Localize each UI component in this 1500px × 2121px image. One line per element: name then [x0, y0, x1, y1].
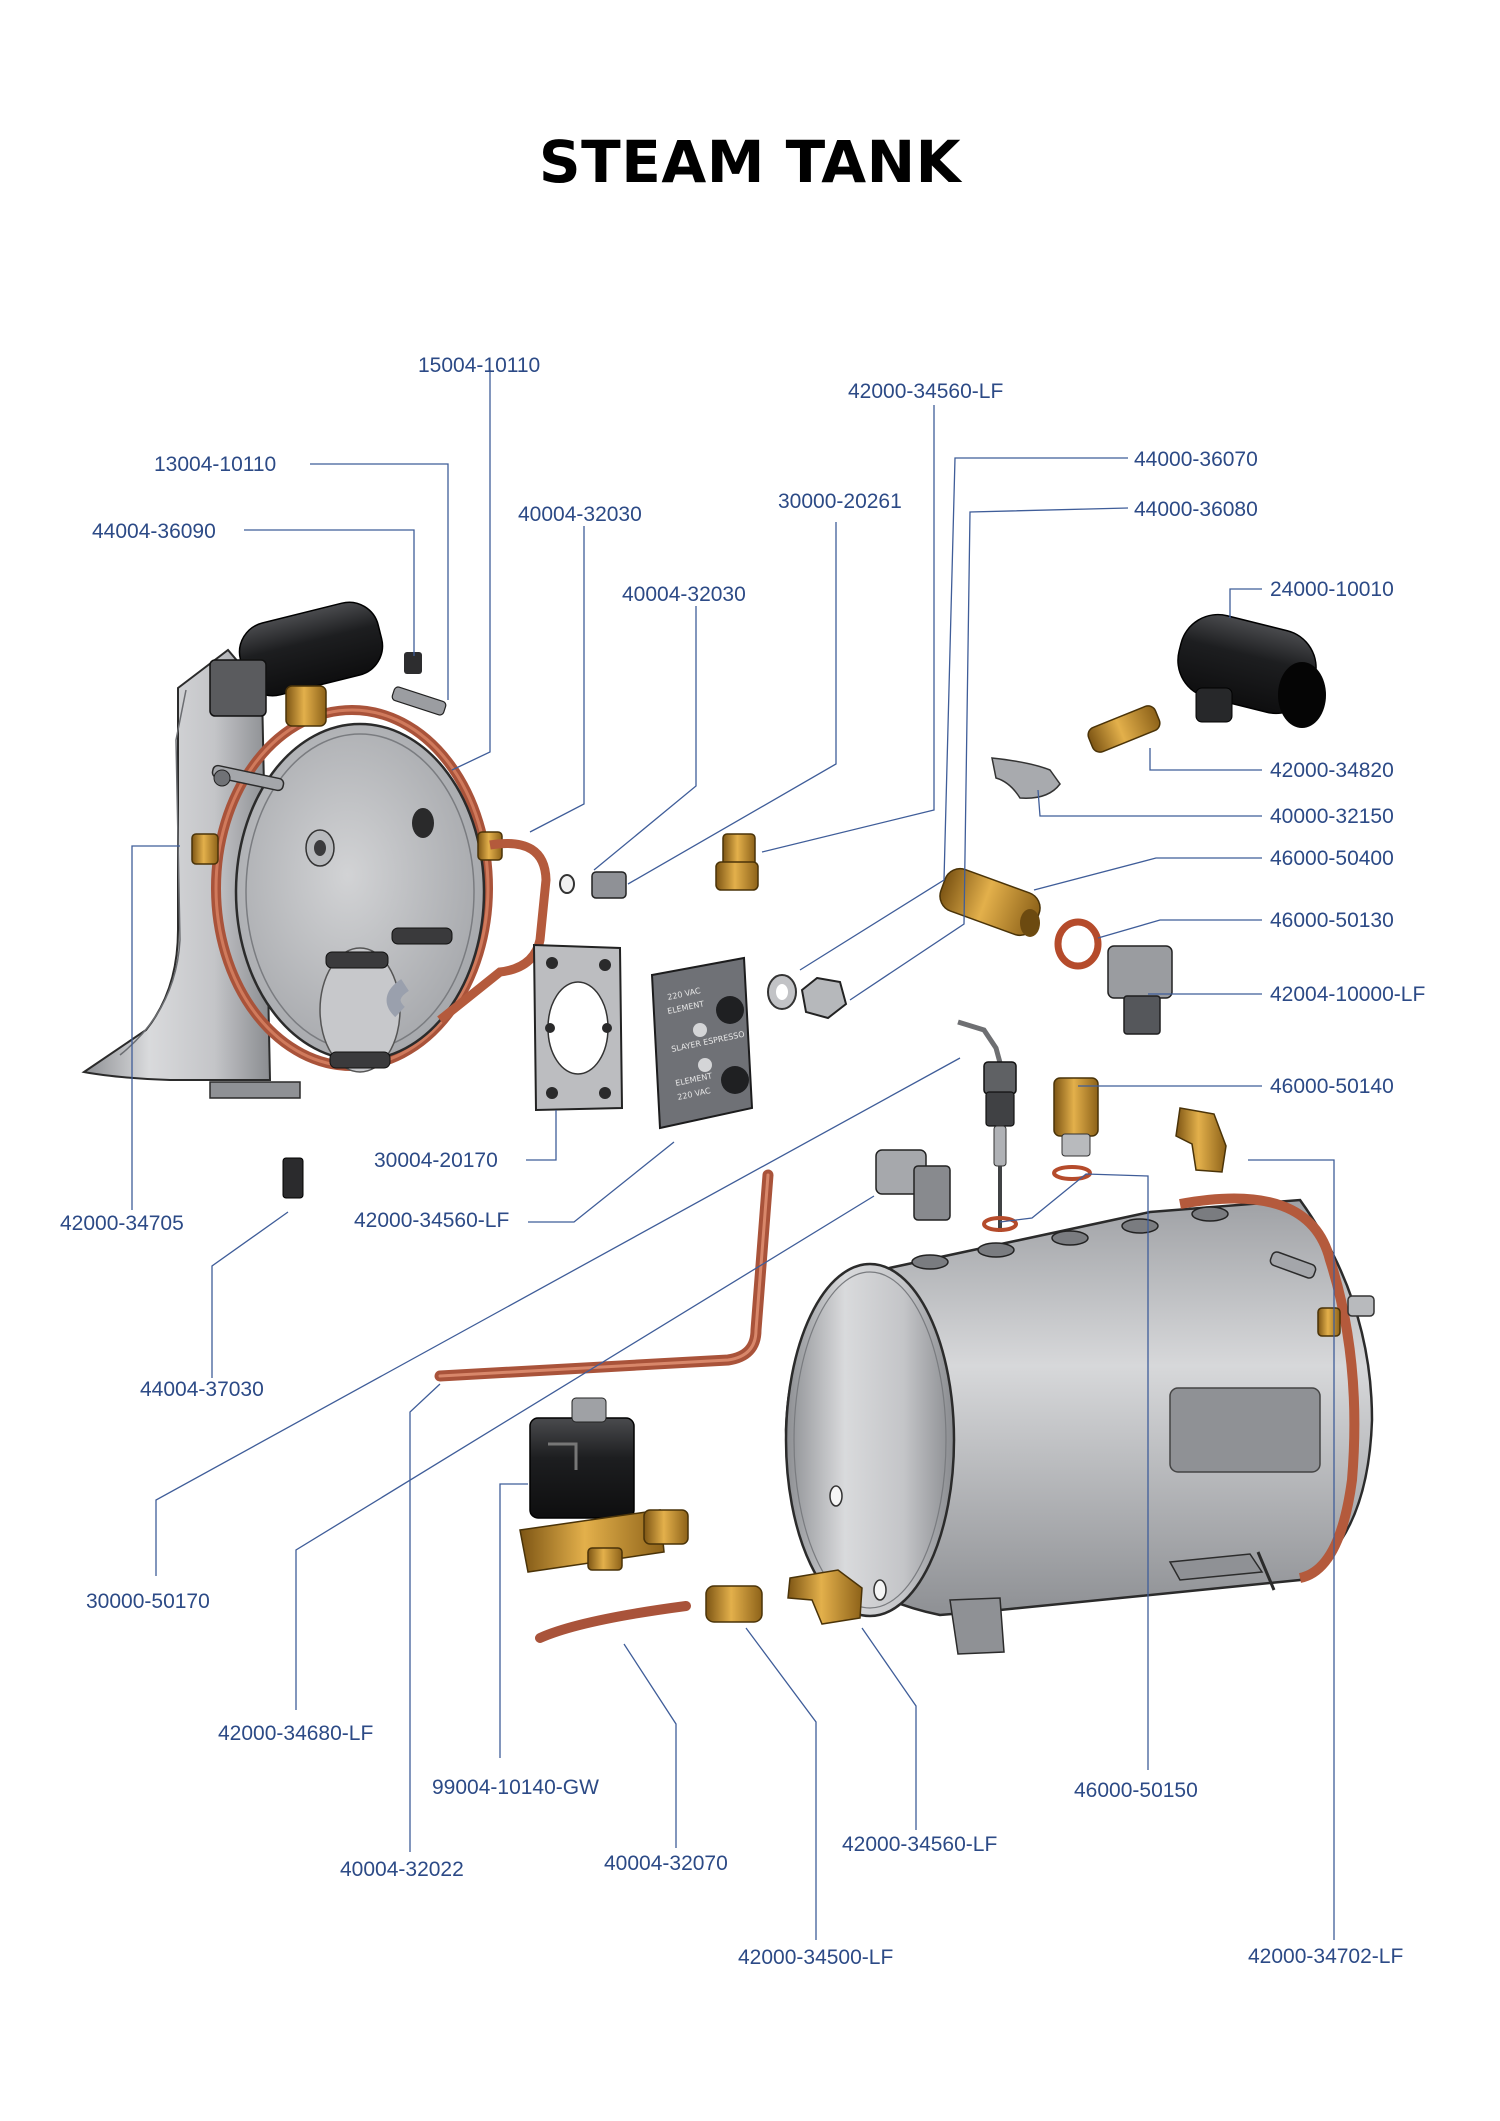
part-label: 44004-37030	[140, 1378, 264, 1401]
leader-42000-34560-lf-top	[761, 405, 935, 853]
part-label: 30000-20261	[778, 490, 902, 513]
leader-lines	[131, 370, 1335, 1940]
elbow-fitting-42004-10000-lf	[1107, 945, 1173, 1035]
leader-40004-32070	[623, 1643, 677, 1848]
part-label: 42000-34680-LF	[218, 1722, 373, 1745]
part-label: 15004-10110	[418, 354, 540, 377]
leader-40004-32030-b	[593, 606, 697, 871]
leader-42000-34560-lf-low	[861, 1627, 917, 1830]
leader-40000-32150	[1037, 789, 1262, 817]
leader-42000-34705	[131, 845, 180, 1210]
leader-42000-34680-lf	[295, 1195, 875, 1710]
leader-40004-32022	[409, 1383, 441, 1852]
part-label: 42000-34702-LF	[1248, 1945, 1403, 1968]
leader-44000-36070	[799, 457, 1128, 971]
part-label: 46000-50140	[1270, 1075, 1394, 1098]
part-label: 46000-50130	[1270, 909, 1394, 932]
leader-30000-20261	[627, 522, 837, 885]
brass-elbow-42000-34560-lf-lower	[787, 1569, 863, 1625]
leader-42000-34702-lf	[1248, 1159, 1335, 1940]
leader-13004-10110	[310, 463, 449, 700]
part-labels: 15004-10110 42000-34560-LF 44000-36070 1…	[60, 354, 1425, 1969]
part-label: 44000-36080	[1134, 498, 1258, 521]
part-label: 40004-32022	[340, 1858, 464, 1881]
right-tank-body	[784, 1193, 1375, 1655]
part-label: 42000-34500-LF	[738, 1946, 893, 1969]
part-label: 13004-10110	[154, 453, 276, 476]
part-label: 42000-34820	[1270, 759, 1394, 782]
solenoid-coil-top	[209, 601, 384, 727]
leader-46000-50130	[1097, 919, 1262, 939]
left-tank-assembly	[81, 601, 551, 1099]
leader-30004-20170	[526, 1110, 557, 1161]
part-label: 44000-36070	[1134, 448, 1258, 471]
brass-union-42000-34500-lf	[705, 1585, 763, 1623]
part-label: 40004-32030	[518, 503, 642, 526]
part-label: 46000-50150	[1074, 1779, 1198, 1802]
copper-tube-40004-32070	[535, 1601, 691, 1643]
leader-44004-37030	[211, 1211, 289, 1378]
leader-24000-10010	[1229, 588, 1262, 618]
leader-44000-36080	[849, 507, 1129, 1001]
leader-42000-34820	[1149, 748, 1262, 771]
part-label: 24000-10010	[1270, 578, 1394, 601]
brass-nipple-42000-34820	[1087, 705, 1161, 753]
small-parts-left	[282, 652, 848, 1199]
leader-42000-34500-lf	[745, 1627, 817, 1940]
leader-46000-50150	[999, 1173, 1149, 1770]
steel-elbow-fitting	[875, 1149, 951, 1221]
part-label: 42000-34560-LF	[842, 1833, 997, 1856]
leader-42000-34560-lf-mid	[528, 1141, 675, 1223]
brass-valve-46000-50400	[939, 867, 1041, 937]
copper-tube-30000-50170	[434, 1169, 774, 1382]
part-label: 42000-34705	[60, 1212, 184, 1235]
dark-housing-24000-10010	[1177, 613, 1326, 728]
part-label: 42004-10000-LF	[1270, 983, 1425, 1006]
gasket-plate	[532, 943, 624, 1112]
solenoid-valve-99004-10140-gw	[519, 1397, 689, 1573]
leader-99004-10140-gw	[499, 1483, 528, 1758]
part-label: 30004-20170	[374, 1149, 498, 1172]
leader-44004-36090	[244, 529, 415, 656]
part-label: 40004-32030	[622, 583, 746, 606]
leader-40004-32030-a	[529, 526, 585, 833]
leader-30000-50170	[155, 1057, 961, 1576]
part-label: 40000-32150	[1270, 805, 1394, 828]
leader-15004-10110	[451, 370, 491, 771]
probe-assembly	[957, 1019, 1017, 1232]
part-label: 44004-36090	[92, 520, 216, 543]
part-label: 40004-32070	[604, 1852, 728, 1875]
diagram-title: STEAM TANK	[538, 128, 962, 196]
part-label: 42000-34560-LF	[848, 380, 1003, 403]
part-label: 30000-50170	[86, 1590, 210, 1613]
leader-46000-50400	[1033, 857, 1262, 891]
part-label: 42000-34560-LF	[354, 1209, 509, 1232]
part-label: 99004-10140-GW	[432, 1776, 599, 1799]
brass-plug-46000-50140	[1053, 1077, 1099, 1157]
right-upper-parts	[875, 613, 1326, 1232]
brass-elbow-right-top	[1175, 1107, 1227, 1173]
part-label: 46000-50400	[1270, 847, 1394, 870]
element-terminal-plate: 220 VAC ELEMENT SLAYER ESPRESSO ELEMENT …	[650, 956, 754, 1130]
